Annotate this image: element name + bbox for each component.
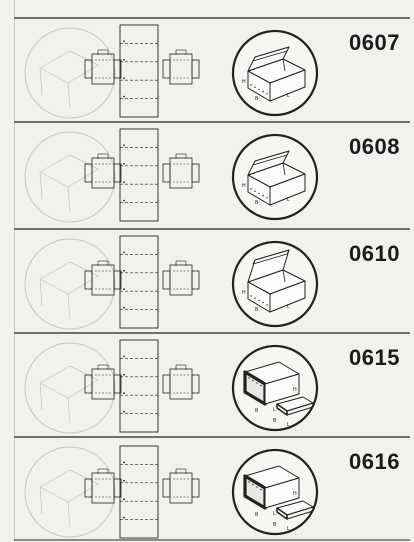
dimension-letter-height: H — [293, 491, 297, 497]
dimension-letter-width-tray: B — [273, 522, 277, 528]
right-end-blank — [162, 49, 200, 85]
main-wrap-blank — [119, 445, 159, 539]
show-through-ghost — [24, 238, 116, 330]
dimension-letter-height: H — [293, 387, 297, 393]
dimension-letter-length-tray: L — [287, 526, 290, 532]
box-illustration: H B L — [231, 133, 319, 221]
dimension-letter-length: L — [287, 93, 290, 99]
main-wrap-blank — [119, 235, 159, 329]
right-end-blank — [162, 468, 200, 504]
dimension-letter-width: B — [255, 96, 259, 102]
box-illustration: H B L — [231, 29, 319, 117]
dimension-letter-width-tray: B — [273, 418, 277, 424]
dimension-letter-length-tray: L — [287, 422, 290, 428]
dimension-letter-width: B — [255, 307, 259, 313]
style-panel-0608: H B L — [14, 121, 410, 223]
dimension-letter-width: B — [255, 512, 259, 518]
right-end-blank — [162, 260, 200, 296]
dimension-letter-length: L — [287, 197, 290, 203]
main-wrap-blank — [119, 128, 159, 222]
show-through-ghost — [24, 342, 116, 434]
right-end-blank — [162, 364, 200, 400]
dimension-letter-height: H — [242, 79, 246, 85]
main-wrap-blank — [119, 24, 159, 118]
left-end-blank — [84, 468, 122, 504]
dimension-letter-length: L — [273, 407, 276, 413]
dimension-letter-height: H — [242, 183, 246, 189]
right-end-blank — [162, 153, 200, 189]
page-margin-rule — [14, 0, 15, 542]
box-illustration: H B L — [231, 240, 319, 328]
dimension-letter-length: L — [287, 304, 290, 310]
left-end-blank — [84, 153, 122, 189]
dimension-letter-height: H — [242, 290, 246, 296]
style-code-0607: 0607 — [349, 30, 400, 55]
style-code-0616: 0616 — [349, 449, 400, 474]
dimension-letter-length: L — [273, 511, 276, 517]
dimension-letter-width: B — [255, 200, 259, 206]
show-through-ghost — [24, 27, 116, 119]
left-end-blank — [84, 49, 122, 85]
dimension-letter-width: B — [255, 408, 259, 414]
style-panel-0607: H B L — [14, 17, 410, 119]
style-code-0610: 0610 — [349, 241, 400, 266]
left-end-blank — [84, 364, 122, 400]
show-through-ghost — [24, 131, 116, 223]
main-wrap-blank — [119, 339, 159, 433]
style-code-0608: 0608 — [349, 134, 400, 159]
show-through-ghost — [24, 446, 116, 538]
left-end-blank — [84, 260, 122, 296]
style-code-0615: 0615 — [349, 345, 400, 370]
style-panel-0610: H B L — [14, 228, 410, 330]
